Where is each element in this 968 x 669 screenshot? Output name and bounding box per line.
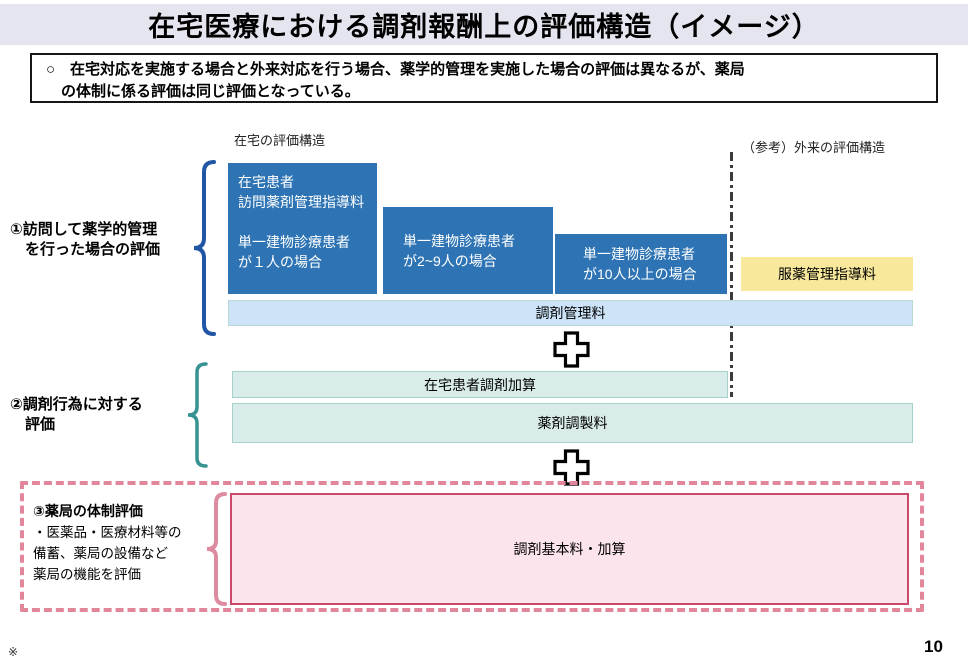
visit-fee-box-2to9: 単一建物診療患者 が2~9人の場合 [383,207,553,294]
title-bar: 在宅医療における調剤報酬上の評価構造（イメージ） [0,4,968,45]
page-title: 在宅医療における調剤報酬上の評価構造（イメージ） [148,12,820,42]
home-patient-dispensing-addition-bar: 在宅患者調剤加算 [232,371,728,398]
medication-guidance-fee-box: 服薬管理指導料 [741,257,913,291]
plus-icon [553,331,590,368]
section3-label: ③薬局の体制評価 ・医薬品・医療材料等の 備蓄、薬局の設備など 薬局の機能を評価 [33,500,213,585]
dispensing-basic-fee-box: 調剤基本料・加算 [230,493,909,605]
section1-label: ①訪問して薬学的管理 を行った場合の評価 [10,221,161,258]
section1-brace-icon [193,160,216,336]
drug-preparation-fee-bar: 薬剤調製料 [232,403,913,443]
page-number: 10 [924,637,943,656]
outpatient-structure-label: （参考）外来の評価構造 [742,140,886,155]
section3-label-body: ・医薬品・医療材料等の 備蓄、薬局の設備など 薬局の機能を評価 [33,525,182,582]
footnote-mark: ※ [8,645,19,659]
section3-label-title: ③薬局の体制評価 [33,503,143,519]
visit-fee-box-10plus: 単一建物診療患者 が10人以上の場合 [555,234,727,294]
home-structure-label: 在宅の評価構造 [234,133,326,148]
section2-label: ②調剤行為に対する 評価 [10,396,143,433]
dispensing-management-fee-bar: 調剤管理料 [228,300,913,326]
section3-brace-icon [206,492,227,606]
summary-text: ○ 在宅対応を実施する場合と外来対応を行う場合、薬学的管理を実施した場合の評価は… [46,61,745,100]
section2-brace-icon [187,362,208,468]
visit-fee-box-1person: 在宅患者 訪問薬剤管理指導料 単一建物診療患者 が１人の場合 [228,163,377,294]
summary-box: ○ 在宅対応を実施する場合と外来対応を行う場合、薬学的管理を実施した場合の評価は… [30,53,938,103]
pharmacy-structure-dashed-container [20,481,924,612]
boundary-dashed-line-icon [730,152,733,397]
